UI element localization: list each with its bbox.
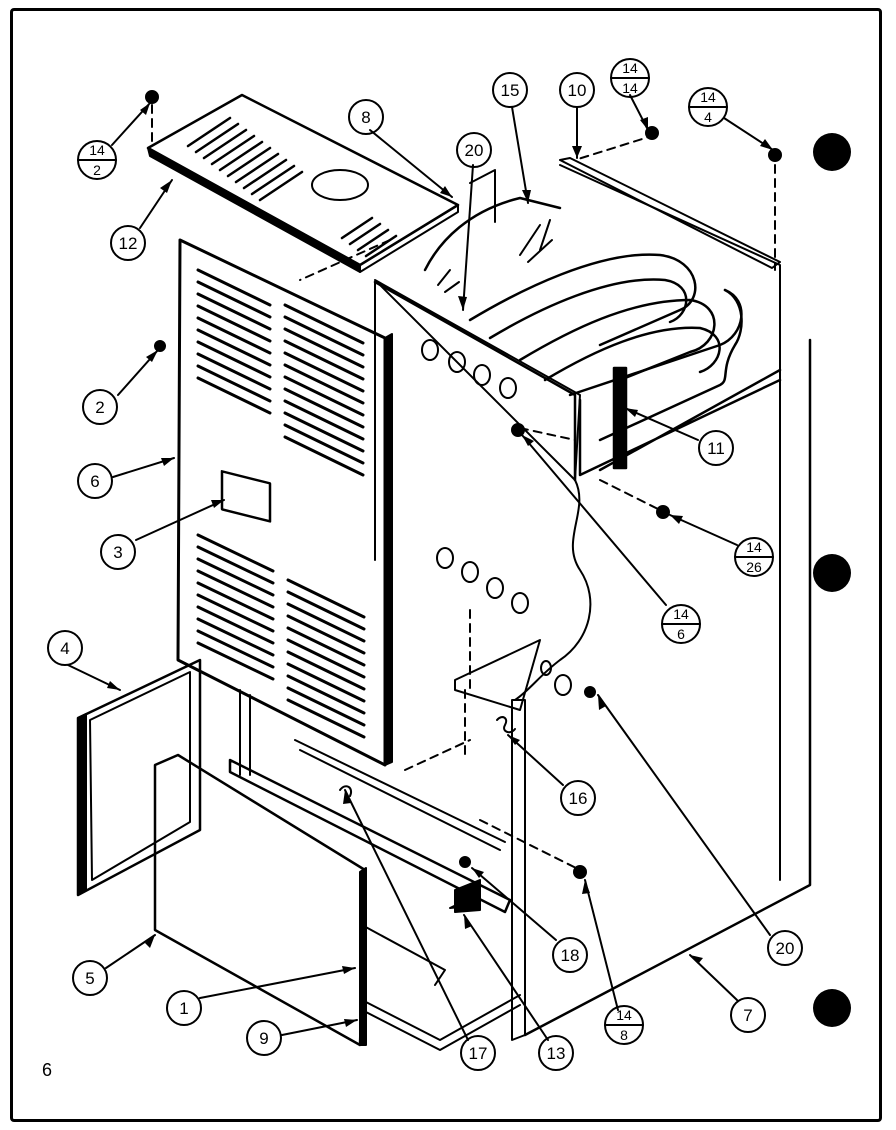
callout-15: 15 (492, 72, 528, 108)
binder-hole-top (813, 133, 851, 171)
binder-hole-middle (813, 554, 851, 592)
callout-3-label: 3 (113, 543, 122, 562)
screw-side (511, 423, 525, 437)
callout-16: 16 (560, 780, 596, 816)
heat-exchanger (423, 196, 782, 477)
fraction-callout-14-14: 14 14 (610, 58, 650, 98)
callout-8-label: 8 (361, 108, 370, 127)
hardware-screws (145, 90, 782, 879)
binder-holes (813, 133, 851, 1027)
top-cover-panel (146, 93, 460, 273)
binder-hole-bottom (813, 989, 851, 1027)
leader-lines (67, 94, 774, 1041)
callout-20: 20 (767, 930, 803, 966)
callout-3: 3 (100, 534, 136, 570)
fraction-14-6-bottom: 6 (677, 626, 685, 642)
screw-lower-side (573, 865, 587, 879)
callout-11-label: 11 (707, 439, 725, 458)
fraction-14-4-top: 14 (700, 89, 716, 105)
callout-4: 4 (47, 630, 83, 666)
cabinet-side-panel (373, 157, 812, 1041)
callout-2: 2 (82, 389, 118, 425)
callout-18-label: 18 (561, 946, 580, 965)
front-louvered-panel (176, 238, 393, 767)
callout-8: 8 (348, 99, 384, 135)
callout-12: 12 (110, 225, 146, 261)
fraction-14-6-top: 14 (673, 606, 689, 622)
cabinet-side-holes (421, 339, 529, 614)
callout-4-label: 4 (60, 639, 69, 658)
callout-11: 11 (698, 430, 734, 466)
hardware-small-parts (339, 660, 572, 909)
fraction-14-2-bottom: 2 (93, 162, 101, 178)
fraction-14-14-top: 14 (622, 60, 638, 76)
callout-9: 9 (246, 1020, 282, 1056)
fraction-14-8-bottom: 8 (620, 1027, 628, 1043)
callout-18: 18 (552, 937, 588, 973)
callout-13-label: 13 (547, 1044, 566, 1063)
fraction-callout-14-4: 14 4 (688, 87, 728, 127)
callout-6: 6 (77, 463, 113, 499)
callout-17: 17 (460, 1035, 496, 1071)
screw-top-right (768, 148, 782, 162)
callout-17-label: 17 (469, 1044, 488, 1063)
fraction-callouts: 14 2 14 14 14 4 14 26 14 6 (77, 58, 774, 1045)
fraction-callout-14-2: 14 2 (77, 140, 117, 180)
callout-15-label: 15 (501, 81, 520, 100)
callout-12-label: 12 (119, 234, 138, 253)
callout-9-label: 9 (259, 1029, 268, 1048)
door-gasket-frame (76, 658, 202, 897)
assembly-guide-lines (151, 104, 776, 871)
callout-2-label: 2 (95, 398, 104, 417)
fraction-callout-14-26: 14 26 (734, 537, 774, 577)
base-rails (228, 639, 541, 1051)
fraction-14-14-bottom: 14 (622, 80, 638, 96)
callout-10-label: 10 (568, 81, 587, 100)
callout-7-label: 7 (743, 1006, 752, 1025)
fraction-callout-14-6: 14 6 (661, 604, 701, 644)
callout-7: 7 (730, 997, 766, 1033)
callout-20-label: 20 (776, 939, 795, 958)
callout-10: 10 (559, 72, 595, 108)
callout-5: 5 (72, 960, 108, 996)
fraction-14-26-top: 14 (746, 539, 762, 555)
fraction-14-26-bottom: 26 (746, 559, 762, 575)
fraction-14-4-bottom: 4 (704, 109, 712, 125)
fraction-14-8-top: 14 (616, 1007, 632, 1023)
fraction-callout-14-8: 14 8 (604, 1005, 644, 1045)
screw-front-panel (154, 340, 166, 352)
page-border (10, 8, 882, 1122)
grommet-20 (584, 686, 596, 698)
screw-top-left (145, 90, 159, 104)
callout-5-label: 5 (85, 969, 94, 988)
front-panel-louvers (196, 268, 366, 739)
screw-heat-exchanger (656, 505, 670, 519)
callout-13: 13 (538, 1035, 574, 1071)
page-number: 6 (42, 1060, 53, 1080)
callout-16-label: 16 (569, 789, 588, 808)
callout-19: 20 (456, 132, 492, 168)
leader-arrowheads (107, 103, 773, 1027)
fraction-14-2-top: 14 (89, 142, 105, 158)
callout-balloons: 8 20 15 10 12 2 6 3 4 11 16 18 20 7 5 1 … (47, 72, 803, 1071)
callout-1: 1 (166, 990, 202, 1026)
callout-19-label: 20 (465, 141, 484, 160)
callout-1-label: 1 (179, 999, 188, 1018)
callout-6-label: 6 (90, 472, 99, 491)
